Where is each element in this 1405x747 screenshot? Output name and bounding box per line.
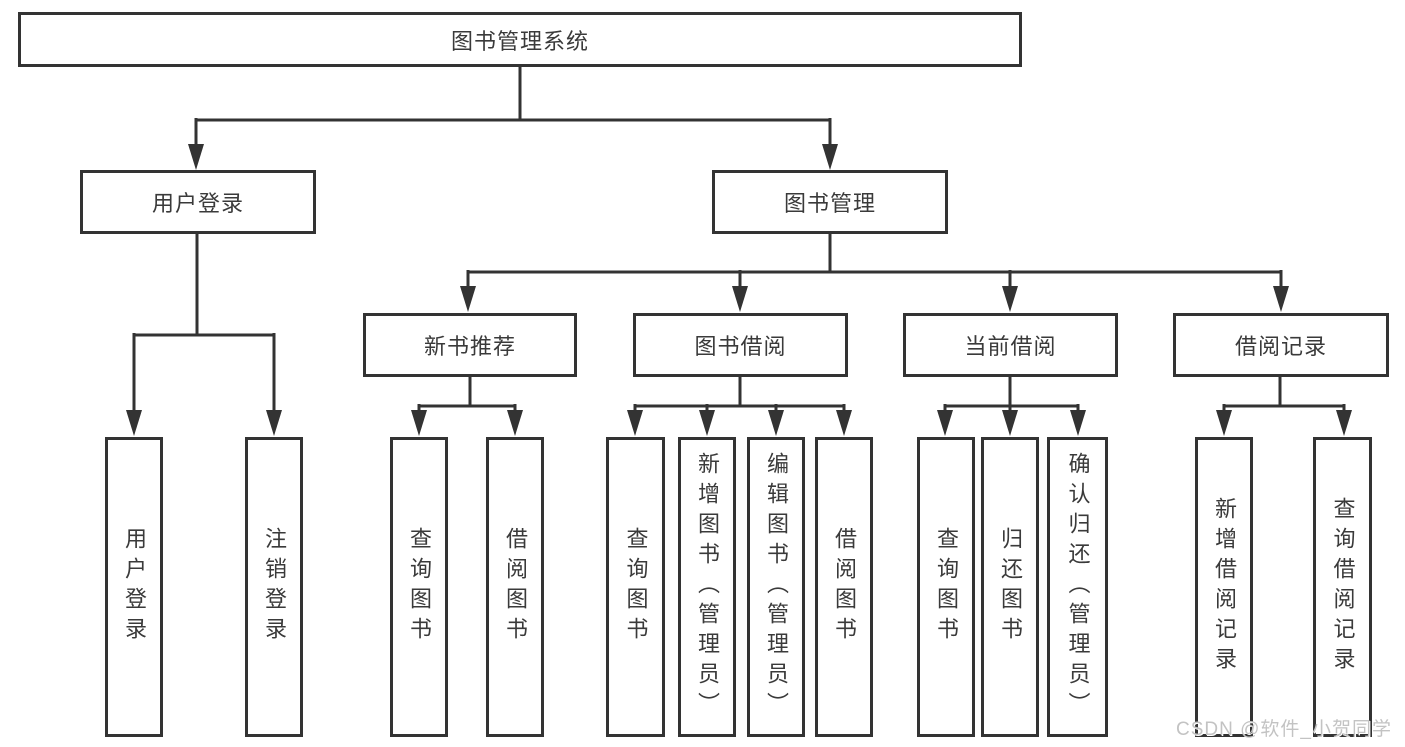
node-user-login: 用户登录 <box>80 170 316 234</box>
leaf-add-book-admin: 新增图书（管理员） <box>678 437 736 737</box>
node-current-borrow: 当前借阅 <box>903 313 1118 377</box>
leaf-query-borrow-record: 查询借阅记录 <box>1313 437 1372 737</box>
node-book-management: 图书管理 <box>712 170 948 234</box>
leaf-confirm-return-admin: 确认归还（管理员） <box>1047 437 1108 737</box>
node-book-borrow: 图书借阅 <box>633 313 848 377</box>
leaf-confirm-return-admin-label: 确认归还（管理员） <box>1065 452 1091 722</box>
leaf-return-books: 归还图书 <box>981 437 1039 737</box>
leaf-query-books-2-label: 查询图书 <box>623 527 649 647</box>
leaf-add-borrow-record-label: 新增借阅记录 <box>1212 497 1237 677</box>
leaf-query-books-2: 查询图书 <box>606 437 665 737</box>
leaf-borrow-books-2: 借阅图书 <box>815 437 873 737</box>
leaf-user-login-label: 用户登录 <box>122 527 147 647</box>
node-new-book-recommend-label: 新书推荐 <box>423 334 516 359</box>
leaf-query-books-1-label: 查询图书 <box>407 527 432 647</box>
leaf-edit-book-admin: 编辑图书（管理员） <box>747 437 805 737</box>
leaf-borrow-books-1-label: 借阅图书 <box>503 527 528 647</box>
node-borrow-records: 借阅记录 <box>1173 313 1389 377</box>
leaf-query-books-1: 查询图书 <box>390 437 448 737</box>
node-system-root-label: 图书管理系统 <box>450 28 589 54</box>
node-user-login-label: 用户登录 <box>151 191 244 216</box>
leaf-user-login: 用户登录 <box>105 437 163 737</box>
node-current-borrow-label: 当前借阅 <box>964 334 1057 359</box>
leaf-add-borrow-record: 新增借阅记录 <box>1195 437 1253 737</box>
leaf-borrow-books-2-label: 借阅图书 <box>832 527 857 647</box>
leaf-query-books-3: 查询图书 <box>917 437 975 737</box>
leaf-logout-label: 注销登录 <box>262 527 287 647</box>
node-system-root: 图书管理系统 <box>18 12 1022 67</box>
leaf-borrow-books-1: 借阅图书 <box>486 437 544 737</box>
leaf-query-borrow-record-label: 查询借阅记录 <box>1330 497 1356 677</box>
leaf-query-books-3-label: 查询图书 <box>934 527 959 647</box>
arrowheads <box>126 144 1352 436</box>
leaf-return-books-label: 归还图书 <box>998 527 1023 647</box>
csdn-watermark: CSDN @软件_小贺同学 <box>1176 719 1392 740</box>
leaf-edit-book-admin-label: 编辑图书（管理员） <box>764 452 789 722</box>
node-new-book-recommend: 新书推荐 <box>363 313 577 377</box>
node-borrow-records-label: 借阅记录 <box>1234 334 1327 359</box>
node-book-borrow-label: 图书借阅 <box>694 334 787 359</box>
leaf-add-book-admin-label: 新增图书（管理员） <box>695 452 720 722</box>
leaf-logout: 注销登录 <box>245 437 303 737</box>
node-book-management-label: 图书管理 <box>783 191 876 216</box>
